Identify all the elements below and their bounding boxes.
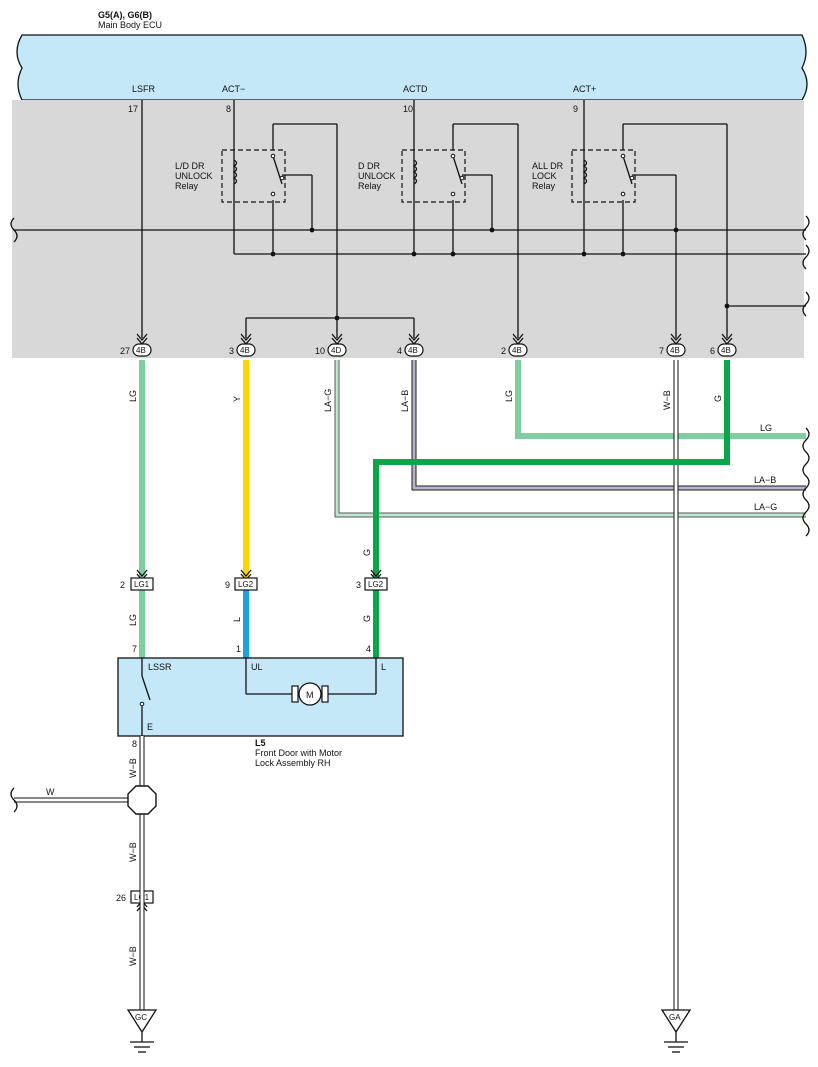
wire-lag [335,360,806,517]
ecu-pin-4: 2 [501,346,506,356]
junction-connector-markers [130,569,388,912]
right-break-1 [802,215,810,241]
term-pin-10: 10 [403,104,413,114]
wire-label-w: W [46,787,55,797]
motor-pin-1: 1 [236,644,241,654]
wire-g [373,360,730,578]
relay-2-label-1: D DR [358,161,380,171]
ecu-pin-3: 4 [397,346,402,356]
wire-lab-outline [411,360,806,491]
jpin-1: 9 [225,580,230,590]
jpin-0: 2 [120,580,125,590]
wire-lg-right [515,360,806,439]
ecu-conn-2: 4D [331,346,341,355]
ground-label-gc: GC [135,1013,147,1022]
wire-label-l-lower: L [232,617,242,622]
wire-label-g-lower: G [362,615,372,622]
ecu-conn-0: 4B [136,346,146,355]
relay-3 [571,149,636,203]
motor-switch-contact [139,701,145,707]
relay-3-label-1: ALL DR [532,161,564,171]
relay-1-label-3: Relay [175,181,199,191]
right-wire-break [802,427,810,537]
motor-pin-4: 4 [366,644,371,654]
relay-2-label-2: UNLOCK [358,171,396,181]
ecu-pin-6: 6 [710,346,715,356]
motor-assembly-box [117,657,404,737]
jconn-2: LG2 [368,580,384,589]
wire-label-lab: LA−B [400,390,410,412]
relay-1-label-2: UNLOCK [175,171,213,181]
motor-pin-name-l: L [381,662,386,672]
relay-3-label-2: LOCK [532,171,557,181]
ecu-pin-0: 27 [120,346,130,356]
wire-label-y: Y [232,396,242,402]
splice-junction [127,785,157,815]
left-w-break [10,787,18,813]
ecu-conn-4: 4B [512,346,522,355]
term-pin-8: 8 [226,104,231,114]
ecu-conn-3: 4B [408,346,418,355]
relay-1 [221,149,286,203]
wire-label-right-lab: LA−B [754,475,776,485]
motor-id: L5 [255,738,266,748]
junction-dots [270,227,730,321]
right-break-2 [802,244,810,270]
motor-name-2: Lock Assembly RH [255,758,331,768]
ecu-conn-5: 4B [670,346,680,355]
term-name-lsfr: LSFR [132,84,156,94]
wire-label-wb-lower2: W−B [128,842,138,862]
term-name-actd: ACTD [403,84,428,94]
ecu-pin-5: 7 [659,346,664,356]
wire-label-lg1: LG [128,390,138,402]
wire-label-wb: W−B [662,390,672,410]
motor-name-1: Front Door with Motor [255,748,342,758]
ground-label-ga: GA [669,1013,681,1022]
motor-internal-wiring [141,658,377,736]
wire-label-g-mid: G [362,549,372,556]
term-name-act-minus: ACT− [222,84,245,94]
ecu-pin-1: 3 [229,346,234,356]
wire-label-wb-lower3: W−B [128,946,138,966]
motor-pin-name-ul: UL [251,662,263,672]
ecu-name: Main Body ECU [98,20,162,30]
relay-2 [401,149,466,203]
relay-1-label-1: L/D DR [175,161,205,171]
motor-pin-8: 8 [132,739,137,749]
relay-2-label-3: Relay [358,181,382,191]
relay-3-label-3: Relay [532,181,556,191]
wire-label-wb-lower1: W−B [128,758,138,778]
ecu-conn-1: 4B [240,346,250,355]
wire-label-lag: LA−G [323,389,333,412]
wire-label-g: G [713,395,723,402]
wire-label-lg-lower: LG [128,614,138,626]
ground-gc [126,1009,158,1053]
motor-symbol-label: M [306,690,314,700]
ecu-id: G5(A), G6(B) [98,10,152,20]
ecu-connector-markers [132,333,737,357]
term-name-act-plus: ACT+ [573,84,596,94]
wire-lab [412,360,806,490]
motor-pin-name-lssr: LSSR [148,662,172,672]
term-pin-9: 9 [573,104,578,114]
motor-pin-name-e: E [147,722,153,732]
wire-label-right-lg: LG [760,423,772,433]
motor-pin-7: 7 [132,644,137,654]
ground-ga [660,1009,692,1053]
wire-label-lg2: LG [504,390,514,402]
term-pin-17: 17 [128,104,138,114]
ecu-internal-region [12,100,804,358]
motor-symbol [291,682,329,706]
wire-label-right-lag: LA−G [754,502,777,512]
ecu-pin-2: 10 [315,346,325,356]
jconn-1: LG2 [238,580,254,589]
jpin-2: 3 [356,580,361,590]
jpin-3: 26 [116,893,126,903]
right-break-3 [802,291,810,317]
ecu-conn-6: 4B [721,346,731,355]
jconn-0: LG1 [134,580,150,589]
